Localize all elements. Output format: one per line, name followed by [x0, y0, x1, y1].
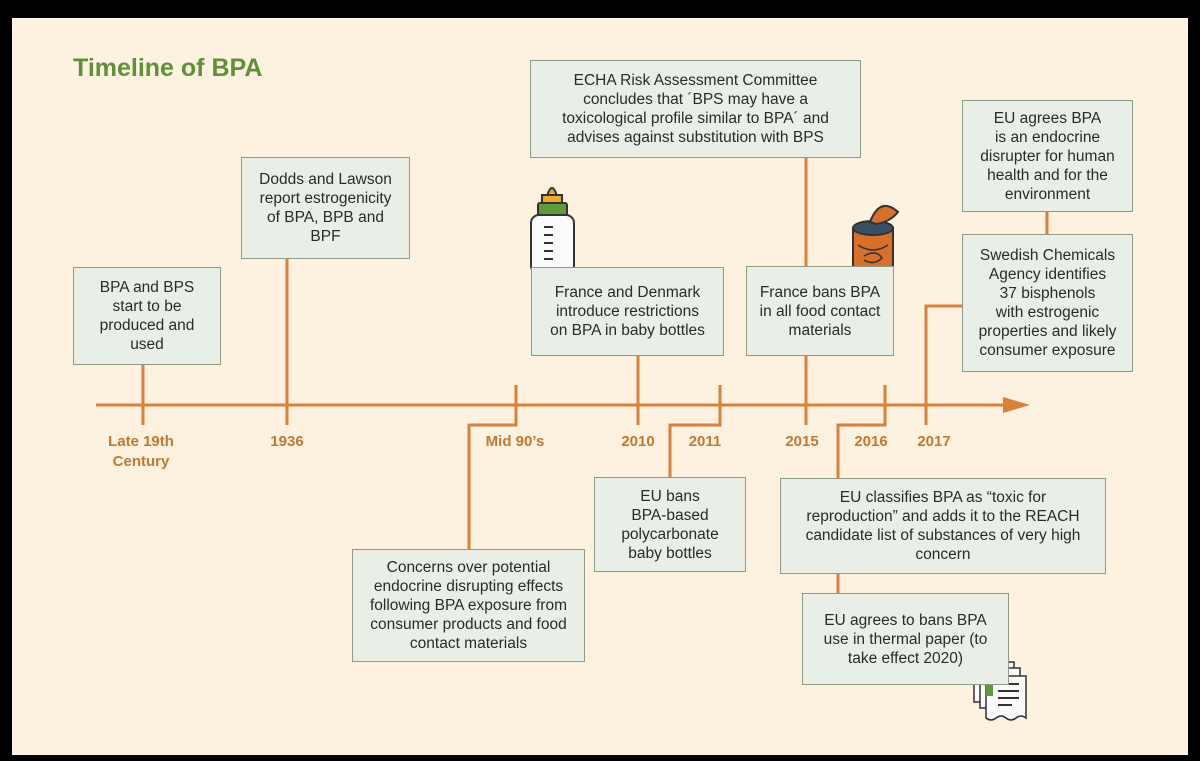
event-mid90-box: Concerns over potential endocrine disrup… [352, 549, 585, 662]
axis-label-2017: 2017 [917, 433, 951, 450]
event-late19-box: BPA and BPS start to be produced and use… [73, 267, 221, 365]
event-2017-endocrine-box: EU agrees BPA is an endocrine disrupter … [962, 100, 1133, 212]
event-1936-box: Dodds and Lawson report estrogenicity of… [241, 157, 410, 259]
timeline-arrowhead [1003, 397, 1030, 413]
axis-label-mid90: Mid 90’s [485, 433, 545, 450]
page-title: Timeline of BPA [73, 54, 263, 82]
axis-label-2010: 2010 [621, 433, 655, 450]
food-can-icon [852, 204, 900, 276]
event-2010-box: France and Denmark introduce restriction… [531, 267, 724, 356]
event-2016-classify-box: EU classifies BPA as “toxic for reproduc… [780, 478, 1106, 574]
event-2011-box: EU bans BPA-based polycarbonate baby bot… [594, 477, 746, 572]
event-2015-box: France bans BPA in all food contact mate… [746, 266, 894, 356]
baby-bottle-icon [530, 187, 575, 275]
axis-label-late19: Late 19th Century [108, 433, 174, 470]
event-2016-thermal-box: EU agrees to bans BPA use in thermal pap… [802, 593, 1009, 685]
axis-label-1936: 1936 [270, 433, 304, 450]
event-echa-box: ECHA Risk Assessment Committee concludes… [530, 60, 861, 158]
event-2017-swedish-box: Swedish Chemicals Agency identifies 37 b… [962, 234, 1133, 372]
axis-label-2015: 2015 [785, 433, 819, 450]
axis-label-2016: 2016 [854, 433, 888, 450]
axis-label-2011: 2011 [688, 433, 722, 450]
